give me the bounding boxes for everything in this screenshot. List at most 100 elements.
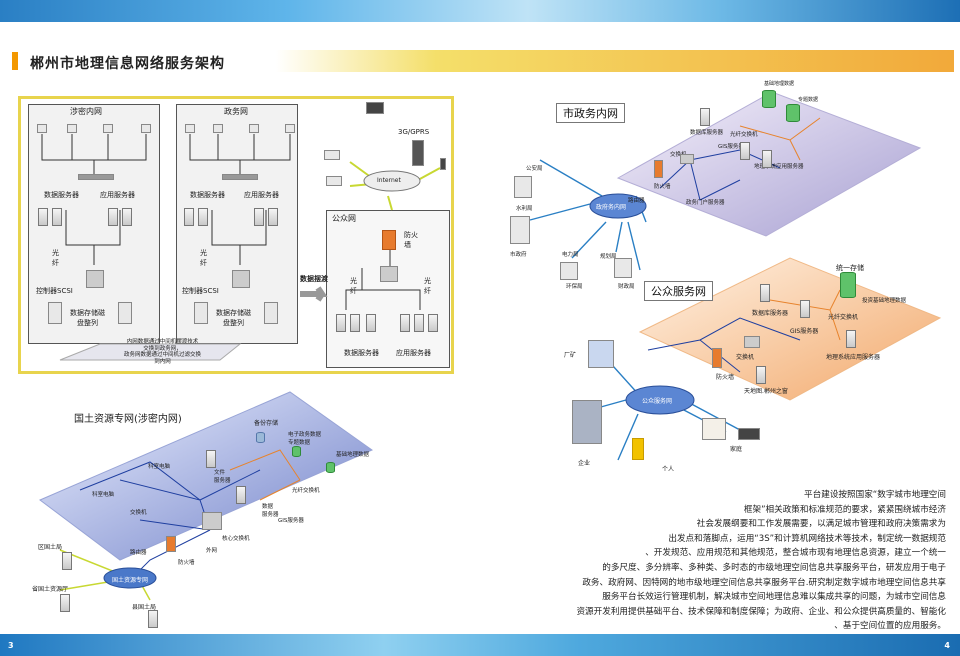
land-gis-label: GIS服务器	[278, 518, 304, 524]
secret-server-2	[52, 208, 62, 226]
gov-firewall-label: 防火墙	[654, 184, 671, 190]
land-server-2	[236, 486, 246, 504]
ps-app-label: 地理系统应用服务器	[826, 354, 881, 361]
gov-switch-label: 交换机	[670, 152, 687, 158]
public-service-title: 公众服务网	[644, 281, 713, 301]
land-db-2	[292, 446, 301, 457]
gov-bldg-4	[614, 258, 632, 278]
right-page-number: 4	[944, 641, 950, 650]
para-line-4: 出发点和落脚点，运用“3S”和计算机网络技术等技术，制定统一数据规范	[668, 533, 946, 544]
laptop-2	[326, 176, 342, 186]
internet-label: Internet	[377, 177, 401, 184]
public-server-3	[366, 314, 376, 332]
pc-8	[285, 124, 295, 133]
public-fiber-1: 光 纤	[350, 277, 357, 295]
gprs-label: 3G/GPRS	[398, 128, 430, 136]
gov-firewall-icon	[654, 160, 663, 178]
secret-net-label: 涉密内网	[70, 107, 102, 116]
land-city-label: 省国土资源厅	[32, 586, 69, 593]
bottom-decor-bar	[0, 634, 960, 656]
secret-server-1	[38, 208, 48, 226]
gov-db-server-label: 数据库服务器	[690, 130, 724, 136]
para-line-6: 的多尺度、多分辨率、多种类、多时态的市级地理空间信息共享服务平台，研发应用于电子	[602, 562, 946, 573]
para-line-1: 平台建设按照国家“数字城市地理空间	[804, 490, 946, 500]
public-server-4	[400, 314, 410, 332]
secret-server-3	[108, 208, 118, 226]
secret-server-4	[122, 208, 132, 226]
ps-firewall-icon	[712, 348, 722, 368]
land-server-1	[206, 450, 216, 468]
enterprise-icon	[572, 400, 602, 444]
switch-1	[78, 174, 114, 180]
gov-router-label: 路由器	[628, 198, 645, 204]
person-icon	[632, 438, 644, 460]
land-data-server-label: 数据 服务器	[262, 504, 279, 518]
secret-storage-label: 数据存储磁 盘整列	[70, 309, 105, 327]
land-firewall	[166, 536, 176, 552]
ps-gis-label: GIS服务器	[790, 328, 819, 335]
gov-server-1	[184, 208, 194, 226]
ps-basic-geo-label: 投资基础地理数据	[862, 298, 907, 304]
description-paragraph: 平台建设按照国家“数字城市地理空间 框架”相关政策和标准规范的要求，紧紧围绕城市…	[486, 488, 946, 634]
ps-family-label: 家庭	[730, 446, 743, 453]
ps-portal-label: 天地图.郴州之窗	[744, 388, 788, 395]
public-net-label: 公众网	[332, 214, 356, 223]
gov-ps-label: 公安局	[526, 166, 543, 172]
pc-7	[249, 124, 259, 133]
gov-data-server-label: 数据服务器	[190, 191, 225, 199]
top-decor-bar	[0, 0, 960, 22]
para-line-5: 、开发规范、应用规范和其他规范，整合城市现有地理信息资源，建立一个统一	[645, 548, 946, 559]
gov-fiber-label: 光 纤	[200, 249, 207, 267]
para-line-3: 社会发展纲要和工作发展需要，以满足城市管理和政府决策需求为	[696, 519, 946, 530]
ps-firewall-label: 防火墙	[716, 374, 735, 381]
gov-optical-label: 光纤交换机	[730, 132, 758, 138]
heading-accent	[12, 52, 18, 70]
public-fiber-2: 光 纤	[424, 277, 431, 295]
secret-control-label: 控制器SCSI	[36, 287, 73, 295]
ps-server-3	[846, 330, 856, 348]
para-line-8: 服务平台长效运行管理机制，解决城市空间地理信息难以集成共享的问题，为城市空间信息	[602, 592, 946, 603]
public-server-5	[414, 314, 424, 332]
ps-db-server-label: 数据库服务器	[752, 310, 789, 317]
firewall-icon	[382, 230, 396, 250]
ps-optical-label: 光纤交换机	[828, 314, 859, 321]
gov-net-label: 政务网	[224, 107, 248, 116]
ps-switch-label: 交换机	[736, 354, 755, 361]
gov-net-label: 政府务内网	[596, 204, 627, 211]
land-app-server-label: 文件 服务器	[214, 470, 231, 484]
land-switch-label: 交换机	[130, 510, 147, 516]
land-router-label: 路由器	[130, 550, 147, 556]
public-app-server-label: 应用服务器	[396, 349, 431, 357]
pc-3	[103, 124, 113, 133]
ps-enterprise-label: 企业	[578, 460, 591, 467]
gov-power-label: 电力局	[562, 252, 579, 258]
gov-db-1	[762, 90, 776, 108]
secret-fiber-switch	[86, 270, 104, 288]
gov-intranet-title: 市政务内网	[556, 103, 625, 123]
gov-basic-geo-label: 基础地理数据	[764, 81, 795, 87]
gov-finance-label: 财政局	[618, 284, 635, 290]
gov-bldg-1	[514, 176, 532, 198]
land-dept-label-2: 科室电脑	[92, 492, 115, 498]
land-dept-label-1: 科室电脑	[148, 464, 171, 470]
satellite-icon	[366, 102, 384, 114]
land-wan-label: 国土资源专网	[112, 577, 149, 584]
gov-db-2	[786, 104, 800, 122]
pc-5	[185, 124, 195, 133]
ps-net-label: 公众服务网	[642, 398, 673, 405]
factory-icon	[588, 340, 614, 368]
land-backup-label: 备份存储	[254, 420, 279, 427]
para-line-9: 资源开发利用提供基础平台、技术保障和制度保障；为政府、企业、和公众提供高质量的、…	[576, 606, 946, 617]
secret-storage-2	[118, 302, 132, 324]
land-remote-1	[62, 552, 72, 570]
pc-1	[37, 124, 47, 133]
gov-planning-label: 规划局	[600, 254, 617, 260]
gov-switch-icon	[680, 154, 694, 164]
land-district-label: 区国土局	[38, 544, 63, 551]
tower-icon	[412, 140, 424, 166]
land-remote-3	[148, 610, 158, 628]
para-line-2: 框架”相关政策和标准规范的要求，紧紧围绕城市经济	[743, 504, 946, 515]
gov-water-label: 水利局	[516, 206, 533, 212]
data-transfer-label: 数据摆渡	[300, 275, 328, 283]
gov-storage-label: 数据存储磁 盘整列	[216, 309, 251, 327]
